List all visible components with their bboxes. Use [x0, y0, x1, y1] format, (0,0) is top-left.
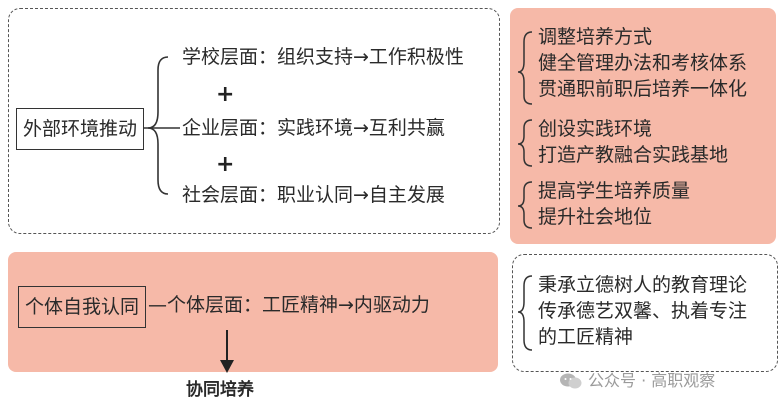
- school-level-item: 学校层面：组织支持→工作积极性: [182, 46, 464, 68]
- spirit-box: [512, 254, 778, 372]
- enterprise-level-item: 企业层面：实践环境→互利共赢: [182, 117, 445, 139]
- measure-line: 健全管理办法和考核体系: [538, 52, 748, 74]
- collaborative-training-label: 协同培养: [186, 380, 254, 400]
- measure-line: 提高学生培养质量: [538, 180, 691, 202]
- measure-line: 调整培养方式: [538, 26, 653, 48]
- plus-icon: +: [216, 82, 235, 107]
- measure-line: 创设实践环境: [538, 118, 653, 140]
- measure-line: 打造产教融合实践基地: [538, 144, 729, 166]
- external-environment-box: [8, 8, 500, 234]
- measure-line: 提升社会地位: [538, 206, 653, 228]
- spirit-line: 的工匠精神: [538, 326, 634, 348]
- individual-label: 个体自我认同: [18, 286, 146, 328]
- individual-box: [8, 252, 498, 372]
- spirit-line: 传承德艺双馨、执着专注: [538, 300, 748, 322]
- measure-line: 贯通职前职后培养一体化: [538, 78, 748, 100]
- measures-box: [510, 8, 776, 244]
- individual-level-item: —个体层面：工匠精神→内驱动力: [148, 294, 430, 316]
- watermark-text: 公众号 · 高职观察: [588, 371, 716, 390]
- external-environment-label: 外部环境推动: [16, 108, 144, 150]
- watermark: 公众号 · 高职观察: [560, 372, 715, 390]
- society-level-item: 社会层面：职业认同→自主发展: [182, 184, 445, 206]
- plus-icon: +: [216, 152, 235, 177]
- spirit-line: 秉承立德树人的教育理论: [538, 274, 748, 296]
- wechat-icon: [560, 373, 582, 389]
